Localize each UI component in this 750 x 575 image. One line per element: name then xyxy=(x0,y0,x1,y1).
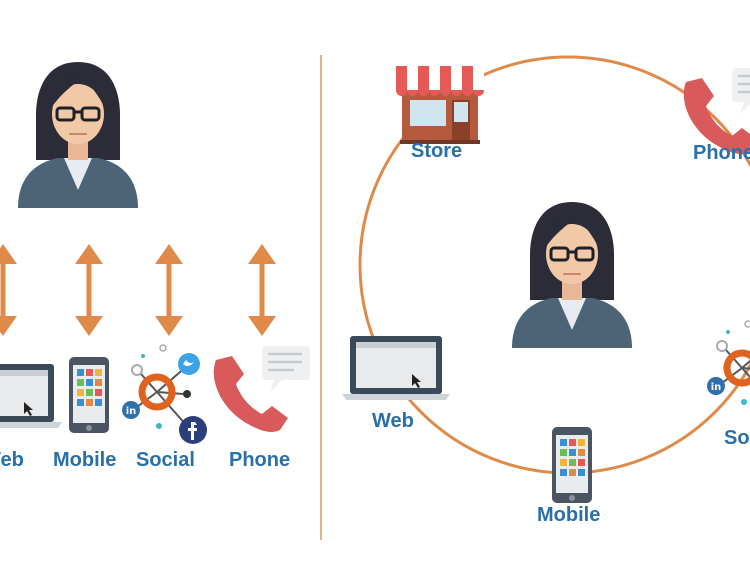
social-network-icon xyxy=(122,345,207,444)
channel-label-web: Web xyxy=(0,449,24,471)
channel-label-web: Web xyxy=(372,410,414,432)
customer-avatar-icon xyxy=(510,200,634,350)
customer-avatar-icon xyxy=(16,60,140,210)
storefront-icon xyxy=(396,66,484,144)
channel-label-social: Social xyxy=(136,449,195,471)
laptop-icon xyxy=(342,336,450,400)
double-arrow-phone xyxy=(248,244,276,336)
smartphone-icon xyxy=(69,357,109,433)
channel-label-phone: Phone xyxy=(229,449,291,471)
double-arrow-web xyxy=(0,244,17,336)
channel-label-social: Social xyxy=(724,427,750,449)
social-network-icon xyxy=(707,321,750,420)
channel-label-store: Store xyxy=(411,140,463,162)
telephone-icon xyxy=(212,344,312,434)
channel-label-phone: Phone xyxy=(693,142,750,164)
double-arrow-mobile xyxy=(75,244,103,336)
right-panel xyxy=(342,55,750,503)
smartphone-icon xyxy=(552,427,592,503)
double-arrow-social xyxy=(155,244,183,336)
left-panel xyxy=(0,60,312,444)
channel-label-mobile: Mobile xyxy=(53,449,117,471)
channel-label-mobile: Mobile xyxy=(537,504,601,526)
laptop-icon xyxy=(0,364,62,428)
